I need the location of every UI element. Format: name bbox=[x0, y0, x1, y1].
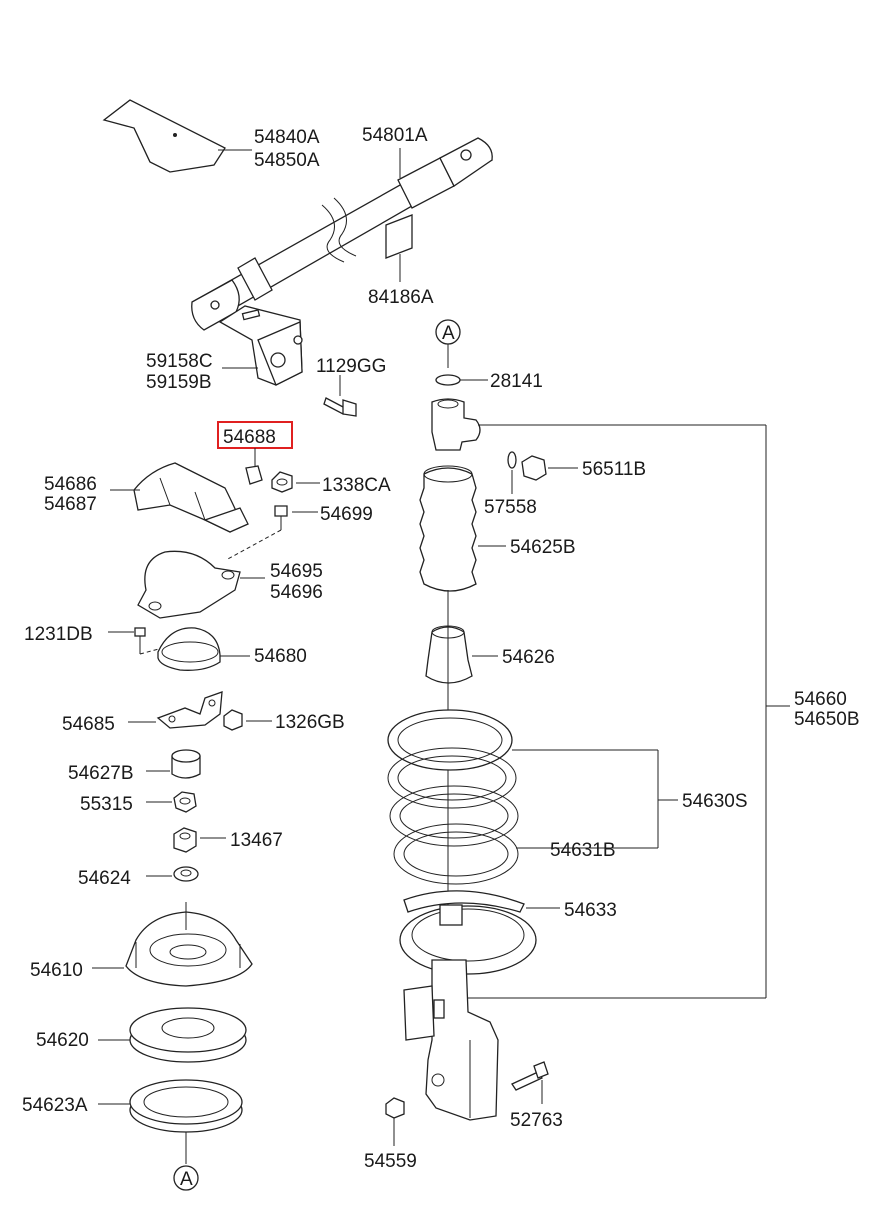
washer-28141 bbox=[435, 374, 488, 386]
bearing-54620 bbox=[98, 1007, 247, 1063]
upper-fitting bbox=[431, 398, 766, 451]
bolt-52763 bbox=[511, 1061, 549, 1104]
bolt-1231DB bbox=[108, 627, 171, 655]
label-ref-A-bottom: A bbox=[180, 1169, 193, 1190]
label-55315: 55315 bbox=[80, 794, 133, 815]
strut-mount-54610 bbox=[92, 902, 253, 987]
label-54625B: 54625B bbox=[510, 537, 576, 558]
nut-56511B bbox=[521, 455, 578, 481]
label-84186A: 84186A bbox=[368, 287, 434, 308]
label-13467: 13467 bbox=[230, 830, 283, 851]
label-54627B: 54627B bbox=[68, 763, 134, 784]
bolt-1129GG bbox=[323, 375, 357, 417]
label-54626: 54626 bbox=[502, 647, 555, 668]
callout-54688 bbox=[217, 421, 293, 485]
label-54696: 54696 bbox=[270, 582, 323, 603]
label-54688: 54688 bbox=[223, 427, 276, 448]
label-54699: 54699 bbox=[320, 504, 373, 525]
strut-body bbox=[403, 959, 766, 1121]
label-54624: 54624 bbox=[78, 868, 131, 889]
bracket-54685 bbox=[128, 691, 223, 729]
bracket-59158C bbox=[218, 305, 303, 386]
label-54650B: 54650B bbox=[794, 709, 860, 730]
label-59159B: 59159B bbox=[146, 372, 212, 393]
label-54695: 54695 bbox=[270, 561, 323, 582]
label-54686: 54686 bbox=[44, 474, 97, 495]
label-54801A: 54801A bbox=[362, 125, 428, 146]
bushing-54627B bbox=[146, 749, 201, 779]
label-1129GG: 1129GG bbox=[316, 356, 386, 377]
assembly-bracket-54660 bbox=[765, 425, 790, 998]
nut-13467 bbox=[173, 827, 226, 853]
label-54660: 54660 bbox=[794, 689, 847, 710]
label-54630S: 54630S bbox=[682, 791, 748, 812]
label-1326GB: 1326GB bbox=[275, 712, 345, 733]
o-ring-57558 bbox=[507, 451, 517, 494]
label-54840A: 54840A bbox=[254, 127, 320, 148]
nut-55315 bbox=[146, 791, 197, 813]
nut-1338CA bbox=[271, 471, 320, 493]
label-54623A: 54623A bbox=[22, 1095, 88, 1116]
label-54559: 54559 bbox=[364, 1151, 417, 1172]
label-57558: 57558 bbox=[484, 497, 537, 518]
label-54610: 54610 bbox=[30, 960, 83, 981]
label-56511B: 56511B bbox=[582, 459, 646, 480]
bracket-54840A bbox=[102, 99, 252, 173]
cap-54680 bbox=[157, 627, 250, 671]
label-1231DB: 1231DB bbox=[24, 624, 93, 645]
cover-54686 bbox=[110, 462, 249, 533]
shock-absorber-54801A bbox=[191, 137, 493, 331]
nut-1326GB bbox=[223, 709, 272, 731]
label-28141: 28141 bbox=[490, 371, 543, 392]
label-tag-84186A bbox=[385, 214, 413, 282]
mount-cap-54695 bbox=[137, 550, 265, 619]
label-54687: 54687 bbox=[44, 494, 97, 515]
label-54620: 54620 bbox=[36, 1030, 89, 1051]
spring-seat-54633 bbox=[399, 890, 560, 975]
dust-seal-54623A bbox=[98, 1079, 243, 1164]
label-54850A: 54850A bbox=[254, 150, 320, 171]
bolt-54699 bbox=[225, 505, 318, 561]
label-54685: 54685 bbox=[62, 714, 115, 735]
label-54631B: 54631B bbox=[550, 840, 616, 861]
label-1338CA: 1338CA bbox=[322, 475, 391, 496]
coil-spring bbox=[387, 709, 678, 885]
bellows-54625B bbox=[419, 465, 506, 592]
label-54633: 54633 bbox=[564, 900, 617, 921]
nut-54559 bbox=[385, 1097, 405, 1146]
ref-circle-A-bottom bbox=[173, 1165, 199, 1191]
label-ref-A-top: A bbox=[442, 323, 455, 344]
washer-54624 bbox=[146, 866, 199, 882]
label-59158C: 59158C bbox=[146, 351, 213, 372]
bump-stop-54626 bbox=[425, 625, 498, 684]
label-54680: 54680 bbox=[254, 646, 307, 667]
label-52763: 52763 bbox=[510, 1110, 563, 1131]
